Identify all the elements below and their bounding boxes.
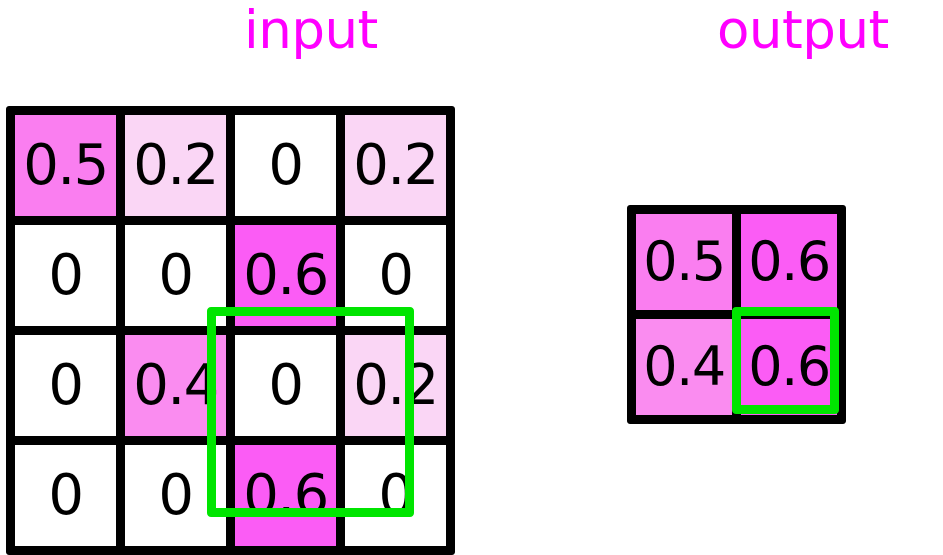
cell-value: 0.5 [643, 230, 726, 293]
input-cell-r2c2[interactable]: 0 [125, 225, 226, 326]
input-cell-r3c2[interactable]: 0.4 [125, 335, 226, 436]
cell-value: 0 [378, 242, 414, 308]
output-cell-r2c1[interactable]: 0.4 [636, 319, 732, 415]
input-cell-r2c4[interactable]: 0 [345, 225, 446, 326]
cell-value: 0.6 [748, 230, 831, 293]
output-cell-r1c2[interactable]: 0.6 [741, 214, 837, 310]
output-cell-r2c2[interactable]: 0.6 [741, 319, 837, 415]
input-cell-r2c3[interactable]: 0.6 [235, 225, 336, 326]
input-cell-r1c2[interactable]: 0.2 [125, 115, 226, 216]
input-cell-r3c1[interactable]: 0 [15, 335, 116, 436]
input-cell-r2c1[interactable]: 0 [15, 225, 116, 326]
cell-value: 0.6 [243, 242, 329, 308]
input-cell-r4c3[interactable]: 0.6 [235, 445, 336, 546]
input-cell-r3c3[interactable]: 0 [235, 335, 336, 436]
cell-value: 0 [158, 462, 194, 528]
input-cell-r4c2[interactable]: 0 [125, 445, 226, 546]
output-matrix: 0.5 0.6 0.4 0.6 [627, 205, 846, 424]
cell-value: 0 [268, 132, 304, 198]
cell-value: 0 [378, 462, 414, 528]
input-cell-r1c4[interactable]: 0.2 [345, 115, 446, 216]
input-matrix: 0.5 0.2 0 0.2 0 0 0.6 0 0 0.4 0 0.2 0 0 … [6, 106, 455, 555]
cell-value: 0.5 [23, 132, 109, 198]
output-panel-label: output [717, 0, 889, 61]
input-panel-label: input [244, 0, 378, 61]
cell-value: 0.6 [748, 335, 831, 398]
cell-value: 0.2 [133, 132, 219, 198]
cell-value: 0 [268, 352, 304, 418]
cell-value: 0 [158, 242, 194, 308]
input-cell-r4c1[interactable]: 0 [15, 445, 116, 546]
cell-value: 0 [48, 462, 84, 528]
input-cell-r3c4[interactable]: 0.2 [345, 335, 446, 436]
cell-value: 0.2 [353, 132, 439, 198]
cell-value: 0 [48, 352, 84, 418]
cell-value: 0.2 [353, 352, 439, 418]
cell-value: 0.6 [243, 462, 329, 528]
cell-value: 0.4 [643, 335, 726, 398]
input-cell-r4c4[interactable]: 0 [345, 445, 446, 546]
input-cell-r1c3[interactable]: 0 [235, 115, 336, 216]
cell-value: 0 [48, 242, 84, 308]
cell-value: 0.4 [133, 352, 219, 418]
output-cell-r1c1[interactable]: 0.5 [636, 214, 732, 310]
input-cell-r1c1[interactable]: 0.5 [15, 115, 116, 216]
